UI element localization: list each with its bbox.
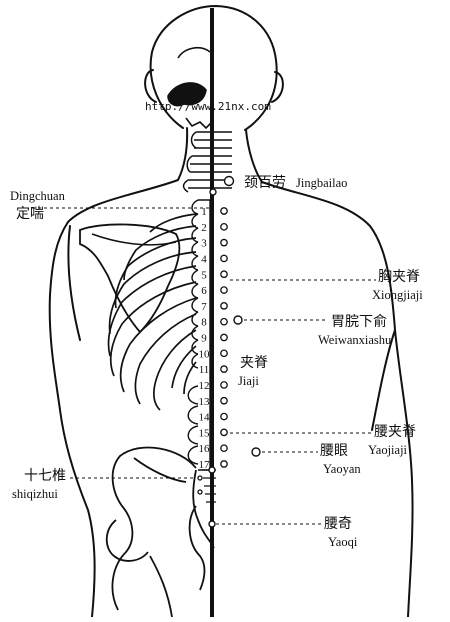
right-arm-inner: [371, 329, 396, 431]
dingchuan-point: [209, 188, 217, 196]
dingchuan-py-label: Dingchuan: [10, 189, 66, 203]
xiongjiaji-cn-label: 胸夹脊: [378, 269, 420, 285]
vertebra-number-11: 11: [199, 364, 210, 376]
left-shoulder: [48, 179, 179, 618]
left-ear: [144, 69, 157, 103]
vertebra-number-3: 3: [201, 238, 207, 250]
vertebra-number-2: 2: [201, 222, 207, 234]
yaoyan-point: [251, 447, 261, 457]
jiaji-point-6: [220, 286, 228, 294]
ribs: [107, 213, 197, 411]
xiongjiaji-py-label: Xiongjiaji: [372, 288, 423, 302]
yaoyan-cn-label: 腰眼: [320, 444, 348, 459]
jiaji-point-1: [220, 207, 228, 215]
jingbailao-cn-label: 颈百劳: [244, 175, 286, 191]
jiaji-point-4: [220, 254, 228, 263]
right-shoulder: [261, 181, 414, 618]
skull-sketch: [167, 46, 213, 130]
vertebra-number-7: 7: [201, 301, 207, 313]
yaoyan-py-label: Yaoyan: [323, 462, 361, 476]
jiaji-point-12: [220, 381, 228, 389]
vertebra-number-13: 13: [199, 396, 211, 408]
left-scapula: [79, 223, 181, 334]
jiaji-point-8: [220, 317, 228, 326]
pelvis: [105, 446, 215, 618]
head-outline: [149, 5, 278, 131]
jiaji-point-column: [220, 207, 228, 468]
weiwanxiashu-py-label: Weiwanxiashu: [318, 333, 392, 347]
dingchuan-cn-label: 定喘: [16, 205, 44, 222]
vertebra-number-4: 4: [201, 253, 207, 265]
vertebra-number-5: 5: [201, 269, 207, 281]
yaojiaji-cn-label: 腰夹脊: [374, 424, 416, 440]
jiaji-point-16: [220, 444, 228, 453]
jiaji-point-15: [220, 428, 228, 437]
vertebra-number-15: 15: [199, 427, 211, 439]
yaoqi-point: [208, 520, 216, 528]
jiaji-point-11: [220, 365, 228, 373]
vertebra-number-6: 6: [201, 285, 207, 297]
marked-acupoints: [208, 175, 261, 528]
jiaji-py-label: Jiaji: [238, 374, 259, 388]
jiaji-point-10: [220, 349, 228, 358]
neck-left: [177, 127, 189, 181]
jiaji-point-2: [220, 222, 228, 231]
jingbailao-point: [223, 175, 235, 187]
weiwanxiashu-point: [233, 315, 243, 325]
shiqizhui-point: [208, 466, 216, 474]
vertebra-number-12: 12: [199, 380, 210, 392]
watermark-text: http://www.21nx.com: [145, 100, 271, 113]
vertebra-number-8: 8: [201, 317, 207, 329]
leader-lines: [20, 207, 376, 525]
jiaji-point-17: [220, 460, 228, 468]
yaojiaji-py-label: Yaojiaji: [368, 443, 408, 457]
yaoqi-cn-label: 腰奇: [324, 515, 352, 532]
vertebra-number-10: 10: [199, 348, 211, 360]
jiaji-point-14: [220, 412, 228, 421]
vertebra-number-16: 16: [199, 443, 211, 455]
scapula-spine: [91, 233, 177, 246]
jiaji-point-3: [220, 238, 228, 247]
yaoqi-py-label: Yaoqi: [328, 535, 358, 549]
jiaji-point-9: [220, 333, 228, 342]
shiqizhui-py-label: shiqizhui: [12, 487, 58, 501]
jiaji-point-7: [220, 302, 228, 310]
shiqizhui-cn-label: 十七椎: [24, 468, 66, 484]
jingbailao-py-label: Jingbailao: [296, 176, 347, 190]
right-ear: [271, 71, 284, 103]
neck-right: [245, 129, 263, 183]
jiaji-cn-label: 夹脊: [240, 355, 268, 371]
vertebra-number-17: 17: [199, 459, 211, 471]
vertebra-number-14: 14: [199, 412, 211, 424]
weiwanxiashu-cn-label: 胃脘下俞: [331, 313, 387, 330]
jiaji-point-5: [220, 270, 228, 279]
jiaji-point-13: [220, 396, 228, 405]
left-arm-inner: [67, 225, 81, 341]
vertebra-number-9: 9: [201, 333, 207, 345]
vertebra-number-1: 1: [201, 206, 207, 218]
